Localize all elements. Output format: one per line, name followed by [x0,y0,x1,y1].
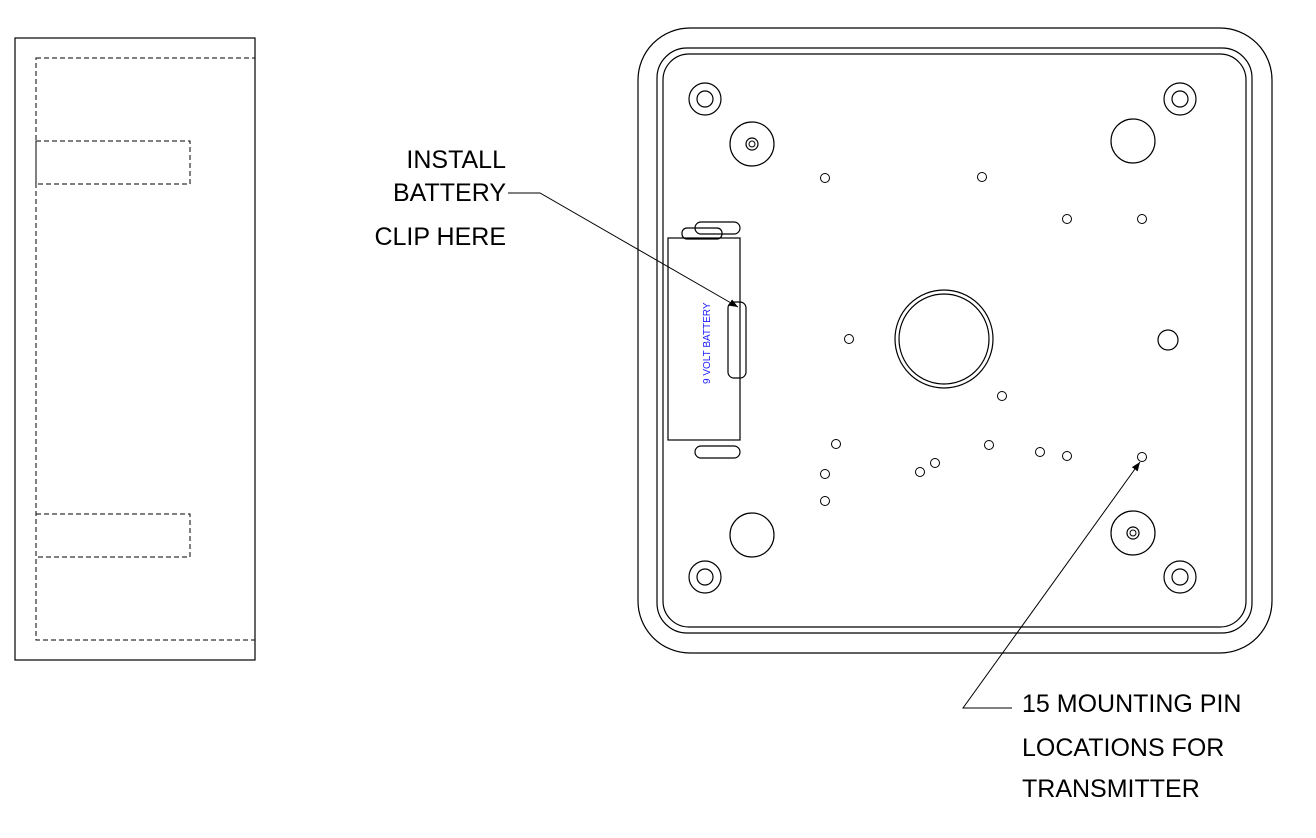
front-view: 9 VOLT BATTERY [637,27,1273,654]
battery-clip-leader [508,192,739,308]
side-view-hidden-slot-bottom [35,513,191,558]
center-hub [894,289,994,389]
mounting-pin [1137,452,1147,462]
corner-boss-top-left [688,82,722,116]
mounting-pin-callout: 15 MOUNTING PIN LOCATIONS FOR TRANSMITTE… [1022,690,1241,803]
callout-line: LOCATIONS FOR [1022,734,1224,762]
standoff-top-left [729,121,775,167]
battery-outline [667,237,741,441]
standoff-bottom-left [729,512,775,558]
side-hole [1157,329,1179,351]
side-view-hidden-inner [35,57,256,641]
housing-lip-outer [656,47,1253,634]
battery-clip-slot-top-2 [681,227,723,240]
mounting-pin [1062,214,1072,224]
battery-terminal [727,301,747,379]
mounting-pin [997,391,1007,401]
mounting-pin [977,172,987,182]
battery-label: 9 VOLT BATTERY [702,302,713,384]
housing-lip-inner [662,53,1247,628]
battery-clip-callout: INSTALL BATTERY CLIP HERE [374,146,506,251]
mounting-pins [820,172,1147,506]
standoff-top-right [1110,118,1156,164]
mounting-pin [930,458,940,468]
housing-outer [637,27,1273,654]
mounting-pin [1035,447,1045,457]
corner-boss-bottom-left [688,560,722,594]
mounting-pin-leader [962,461,1141,709]
callout-line: BATTERY [393,179,506,207]
callout-line: 15 MOUNTING PIN [1022,690,1241,718]
battery-clip-slot-bottom [694,445,741,459]
callout-line: CLIP HERE [374,223,506,251]
standoff-bottom-right [1110,510,1156,556]
mounting-pin [915,467,925,477]
side-view-hidden-slot-top [35,140,191,185]
mounting-pin [1137,214,1147,224]
side-view [14,37,256,661]
callout-line: INSTALL [406,146,506,174]
callout-line: TRANSMITTER [1022,775,1200,803]
mounting-pin [820,469,830,479]
mounting-pin [1062,451,1072,461]
battery-compartment: 9 VOLT BATTERY [667,221,747,459]
side-view-outline [14,37,256,661]
corner-boss-top-right [1163,82,1197,116]
corner-boss-bottom-right [1163,560,1197,594]
mounting-pin [844,334,854,344]
mounting-pin [984,440,994,450]
mounting-pin [831,439,841,449]
mounting-pin [820,173,830,183]
mounting-pin [820,496,830,506]
